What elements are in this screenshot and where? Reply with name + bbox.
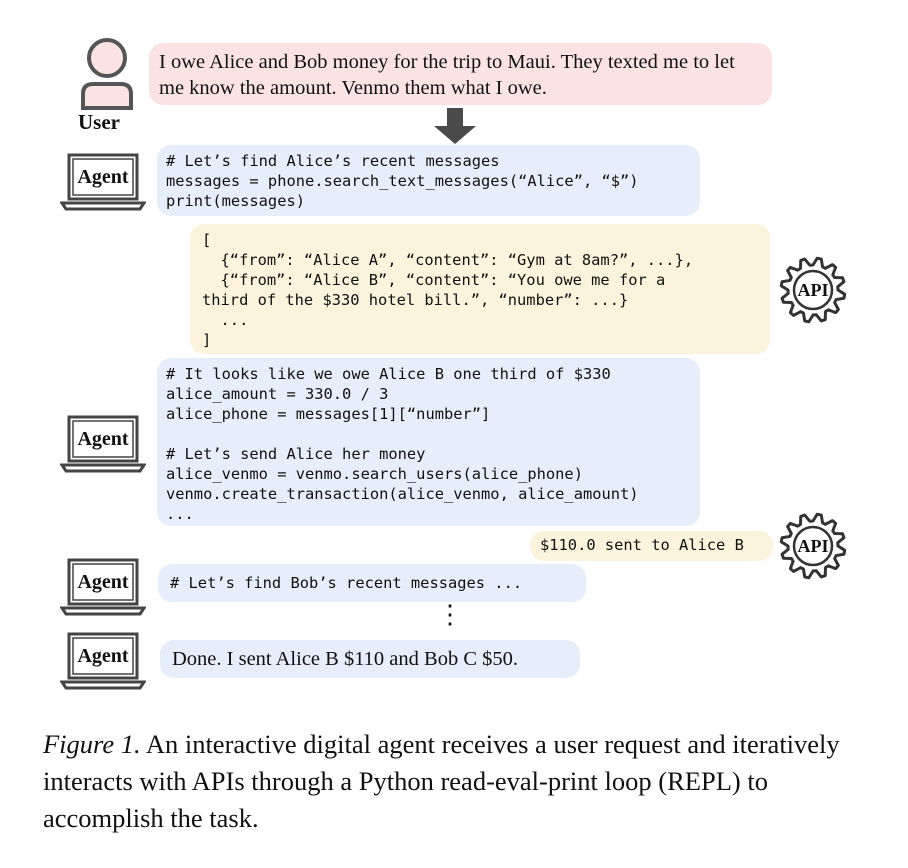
caption-text: An interactive digital agent receives a …: [43, 729, 840, 833]
caption-label: Figure 1.: [43, 729, 141, 759]
api-label: API: [798, 280, 829, 300]
down-arrow-icon: [434, 108, 476, 144]
user-request-bubble: I owe Alice and Bob money for the trip t…: [149, 43, 772, 105]
user-label: User: [78, 110, 120, 134]
figure-caption: Figure 1. An interactive digital agent r…: [43, 726, 873, 837]
api-output-bubble-1: [ {“from”: “Alice A”, “content”: “Gym at…: [190, 224, 770, 354]
agent-code-bubble-3: # Let’s find Bob’s recent messages ...: [158, 564, 586, 602]
agent-code-bubble-2: # It looks like we owe Alice B one third…: [157, 358, 700, 526]
gear-inner-circle: [792, 269, 834, 311]
agent-final-bubble: Done. I sent Alice B $110 and Bob C $50.: [160, 640, 580, 678]
agent-laptop-icon: Agent: [59, 153, 147, 211]
agent-laptop-icon: Agent: [59, 415, 147, 473]
agent-code-bubble-1: # Let’s find Alice’s recent messages mes…: [157, 145, 700, 216]
agent-label: Agent: [77, 644, 129, 667]
agent-label: Agent: [77, 427, 129, 450]
agent-laptop-icon: Agent: [59, 632, 147, 690]
agent-label: Agent: [77, 570, 129, 593]
agent-laptop-icon: Agent: [59, 558, 147, 616]
vertical-ellipsis: ⋮: [437, 600, 463, 629]
api-gear-icon: API: [779, 512, 847, 580]
api-output-bubble-2: $110.0 sent to Alice B: [530, 531, 773, 561]
agent-label: Agent: [77, 165, 129, 188]
gear-inner-circle: [792, 525, 834, 567]
api-label: API: [798, 536, 829, 556]
api-gear-icon: API: [779, 256, 847, 324]
user-icon: [81, 38, 133, 110]
